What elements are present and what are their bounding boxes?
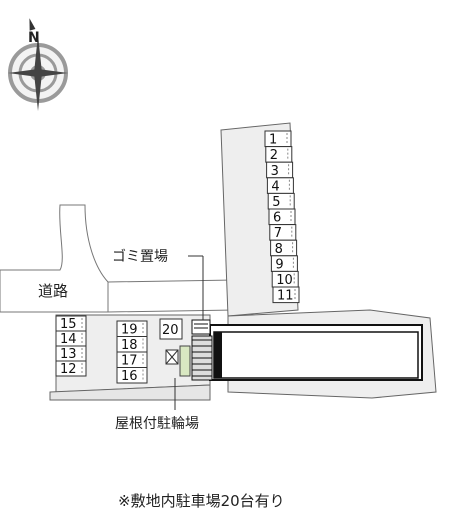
parking-space-number: 14	[60, 332, 77, 347]
parking-space-number: 10	[276, 273, 293, 288]
parking-space-number: 15	[60, 317, 77, 332]
bicycle-area	[165, 335, 213, 381]
bicycle-parking-label: 屋根付駐輪場	[115, 415, 199, 432]
parking-space	[272, 286, 300, 304]
compass-rose-icon: N	[8, 18, 68, 111]
parking-space-20-number: 20	[162, 323, 179, 338]
garbage-area-label: ゴミ置場	[112, 248, 168, 265]
building	[209, 324, 423, 381]
parking-space-number: 2	[270, 148, 278, 163]
parking-space-number: 5	[272, 195, 280, 210]
garbage-area	[191, 319, 211, 335]
parking-space-20: 20	[159, 318, 183, 340]
parking-space-number: 11	[277, 289, 294, 304]
parking-space-number: 1	[269, 133, 277, 148]
parking-space-number: 17	[121, 354, 138, 369]
parking-space-number: 7	[274, 226, 282, 241]
parking-space-number: 12	[60, 362, 77, 377]
parking-space	[116, 367, 148, 384]
parking-space-number: 19	[121, 323, 138, 338]
parking-space-number: 16	[121, 369, 138, 384]
parking-space-number: 9	[275, 257, 283, 272]
footnote-text: ※敷地内駐車場20台有り	[118, 492, 285, 510]
road-label: 道路	[38, 282, 68, 300]
compass-north-letter: N	[28, 30, 40, 46]
parking-space-number: 4	[271, 179, 279, 194]
parking-space-number: 18	[121, 338, 138, 353]
parking-space	[55, 360, 87, 377]
parking-space-number: 3	[271, 164, 279, 179]
parking-space-number: 13	[60, 347, 77, 362]
parking-space-number: 6	[273, 211, 281, 226]
parking-space-number: 8	[275, 242, 283, 257]
